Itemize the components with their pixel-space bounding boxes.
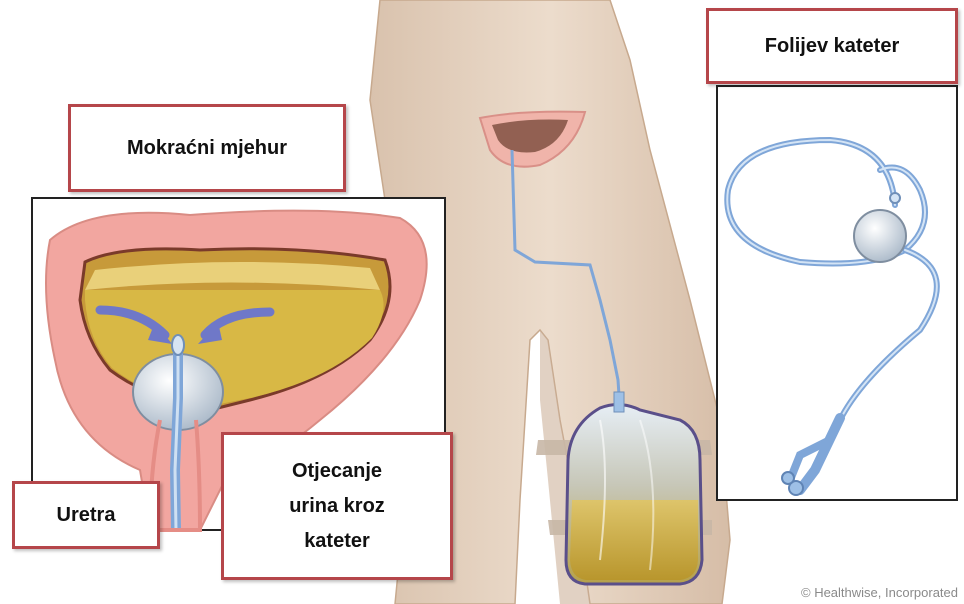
drainage-label: Otjecanje urina kroz kateter bbox=[221, 432, 453, 580]
foley-catheter-label: Folijev kateter bbox=[706, 8, 958, 84]
bladder-label: Mokraćni mjehur bbox=[68, 104, 346, 192]
bladder-label-text: Mokraćni mjehur bbox=[127, 131, 287, 166]
drainage-label-line1: Otjecanje bbox=[292, 454, 382, 489]
drainage-label-line3: kateter bbox=[304, 524, 370, 559]
foley-catheter-label-text: Folijev kateter bbox=[765, 29, 900, 64]
drainage-bag bbox=[566, 392, 702, 584]
urethra-label: Uretra bbox=[12, 481, 160, 549]
drainage-label-line2: urina kroz bbox=[289, 489, 385, 524]
copyright-notice: © Healthwise, Incorporated bbox=[801, 585, 958, 600]
foley-panel bbox=[717, 86, 957, 500]
urethra-label-text: Uretra bbox=[57, 498, 116, 533]
